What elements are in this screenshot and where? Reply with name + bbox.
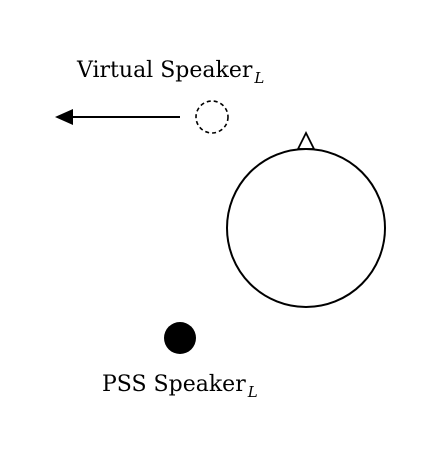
virtual-speaker-label-main: Virtual Speaker <box>76 58 253 83</box>
pss-speaker-label-subscript: L <box>247 383 258 401</box>
listener-head-icon <box>226 148 386 308</box>
pss-speaker-icon <box>164 322 196 354</box>
listener-nose-icon <box>296 130 316 150</box>
virtual-speaker-icon <box>195 100 229 134</box>
direction-arrow-head <box>55 109 73 125</box>
pss-speaker-label-main: PSS Speaker <box>102 372 246 397</box>
virtual-speaker-label-subscript: L <box>253 69 264 87</box>
